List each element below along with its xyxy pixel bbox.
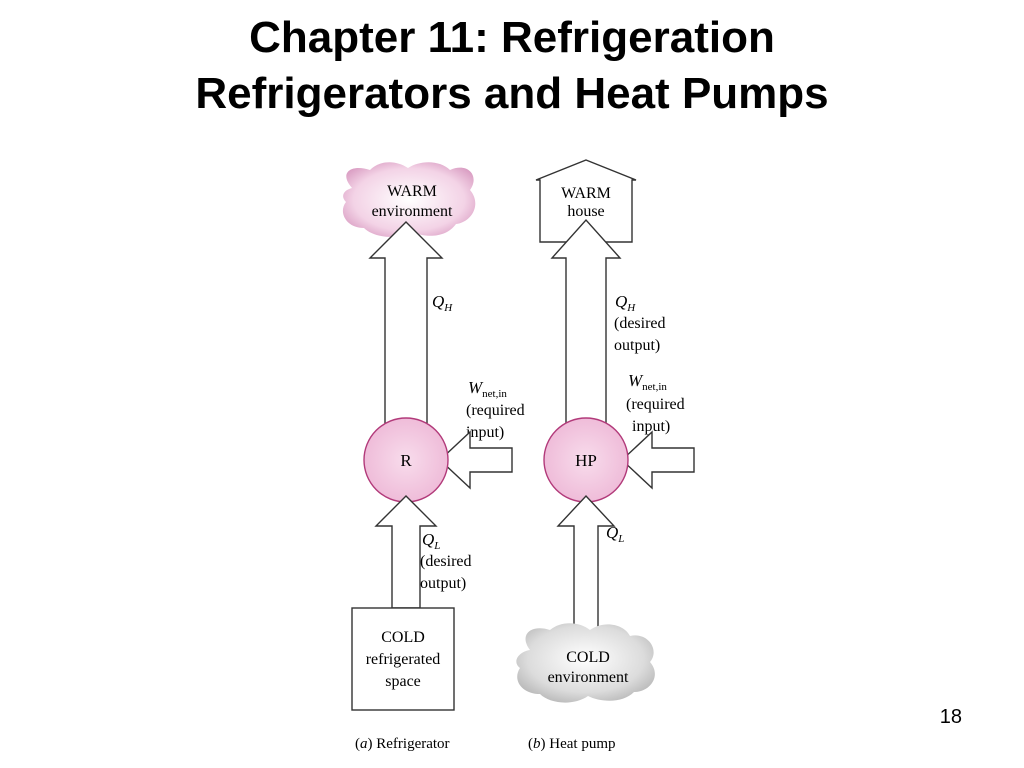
ql-arrow-refrigerator bbox=[374, 495, 438, 609]
cold-env-line-1: COLD bbox=[566, 649, 610, 666]
cold-env-line-2: environment bbox=[548, 669, 629, 686]
w-label-refrigerator: Wnet,in bbox=[468, 378, 507, 400]
w-note-1-heat-pump: (required bbox=[626, 396, 685, 413]
refrigerator-device-label: R bbox=[400, 451, 412, 470]
qh-label-refrigerator: QH bbox=[432, 292, 453, 314]
work-in-arrow-heat-pump bbox=[620, 430, 695, 490]
ql-note-2-refrigerator: output) bbox=[420, 575, 466, 592]
cold-environment-cloud: COLD environment bbox=[516, 623, 655, 703]
page-number: 18 bbox=[939, 706, 962, 728]
warm-environment-cloud: WARM environment bbox=[342, 162, 476, 237]
warm-env-line-2: environment bbox=[372, 203, 453, 220]
warm-env-line-1: WARM bbox=[387, 183, 437, 200]
cold-space-line-2: refrigerated bbox=[366, 651, 441, 668]
w-note-2-heat-pump: input) bbox=[632, 418, 670, 435]
ql-arrow-heat-pump bbox=[556, 494, 616, 635]
ql-note-1-refrigerator: (desired bbox=[420, 553, 472, 570]
cold-refrigerated-space-box bbox=[351, 607, 455, 711]
heat-pump-device-label: HP bbox=[575, 451, 597, 470]
slide-title: Chapter 11: Refrigeration Refrigerators … bbox=[0, 10, 1024, 122]
ql-label-heat-pump: QL bbox=[606, 523, 624, 545]
qh-arrow-heat-pump bbox=[550, 218, 622, 429]
warm-house-line-1: WARM bbox=[561, 185, 611, 202]
cold-space-line-3: space bbox=[385, 673, 421, 690]
qh-note-2-heat-pump: output) bbox=[614, 337, 660, 354]
qh-arrow-refrigerator bbox=[368, 221, 444, 429]
title-line-1: Chapter 11: Refrigeration bbox=[249, 13, 775, 62]
w-note-1-refrigerator: (required bbox=[466, 402, 525, 419]
warm-house-line-2: house bbox=[567, 203, 604, 220]
qh-note-1-heat-pump: (desired bbox=[614, 315, 666, 332]
title-line-2: Refrigerators and Heat Pumps bbox=[195, 69, 829, 118]
cold-space-line-1: COLD bbox=[381, 629, 425, 646]
work-in-arrow-refrigerator bbox=[438, 430, 513, 490]
w-label-heat-pump: Wnet,in bbox=[628, 371, 667, 393]
caption-heat-pump: (b) Heat pump bbox=[528, 736, 615, 752]
ql-label-refrigerator: QL bbox=[422, 530, 440, 552]
w-note-2-refrigerator: input) bbox=[466, 424, 504, 441]
caption-refrigerator: (a) Refrigerator bbox=[355, 736, 450, 752]
qh-label-heat-pump: QH bbox=[615, 292, 636, 314]
